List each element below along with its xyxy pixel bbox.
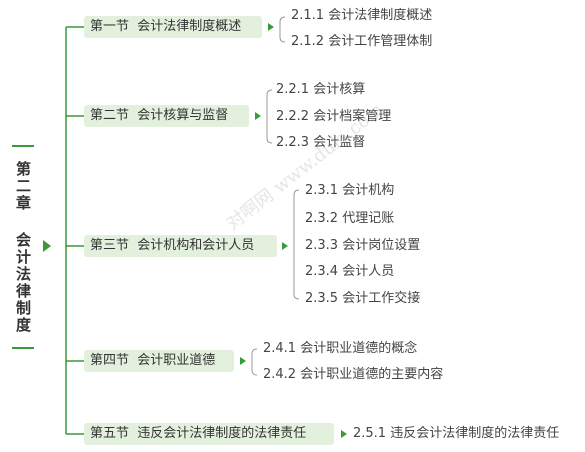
item-2-2-3: 2.2.3 会计监督: [276, 135, 366, 150]
item-2-2-2: 2.2.2 会计档案管理: [276, 109, 392, 124]
chapter-title: 第二章 会计法律制度: [12, 145, 34, 349]
section-3-arrow-icon: [282, 242, 288, 250]
item-2-3-1: 2.3.1 会计机构: [305, 183, 395, 198]
section-1-arrow-icon: [268, 23, 274, 31]
item-2-4-2: 2.4.2 会计职业道德的主要内容: [263, 367, 444, 382]
chapter-arrow-icon: [43, 240, 51, 252]
section-5-arrow-icon: [341, 430, 347, 438]
item-2-1-1: 2.1.1 会计法律制度概述: [291, 8, 433, 23]
item-2-3-3: 2.3.3 会计岗位设置: [305, 238, 421, 253]
section-5-box: 第五节 违反会计法律制度的法律责任: [84, 423, 334, 445]
item-2-2-1: 2.2.1 会计核算: [276, 82, 366, 97]
item-2-3-4: 2.3.4 会计人员: [305, 264, 395, 279]
section-2-box: 第二节 会计核算与监督: [84, 105, 249, 127]
section-3-box: 第三节 会计机构和会计人员: [84, 235, 277, 257]
item-2-5-1: 2.5.1 违反会计法律制度的法律责任: [353, 426, 560, 441]
item-2-3-2: 2.3.2 代理记账: [305, 211, 395, 226]
section-4-box: 第四节 会计职业道德: [84, 350, 234, 372]
item-2-3-5: 2.3.5 会计工作交接: [305, 291, 421, 306]
item-2-4-1: 2.4.1 会计职业道德的概念: [263, 341, 418, 356]
section-2-arrow-icon: [255, 112, 261, 120]
section-4-arrow-icon: [240, 357, 246, 365]
section-1-box: 第一节 会计法律制度概述: [84, 16, 262, 38]
item-2-1-2: 2.1.2 会计工作管理体制: [291, 34, 433, 49]
